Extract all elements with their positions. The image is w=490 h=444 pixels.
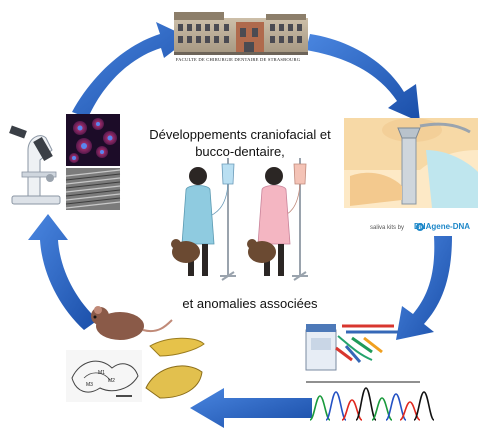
center-title: Développements craniofacial et bucco-den… <box>130 126 350 160</box>
saliva-sampling-illustration <box>344 118 478 208</box>
arrow-faculty-to-saliva <box>306 34 420 122</box>
faculty-building-photo <box>174 12 308 55</box>
center-subtitle: et anomalies associées <box>182 296 318 311</box>
arrow-saliva-to-dna <box>396 236 452 340</box>
arrow-mouse-to-microscope <box>28 214 98 330</box>
saliva-kit-brand: saliva kits by DNAgene-DNA <box>370 222 490 231</box>
saliva-kit-logo <box>416 223 424 231</box>
tooth-label-m2: M2 <box>108 378 115 384</box>
tooth-label-m1: M1 <box>98 370 105 376</box>
arrow-dna-to-mouse <box>190 388 312 428</box>
center-title-line-1: Développements craniofacial et <box>149 127 331 142</box>
saliva-kit-brand-suffix: -DNA <box>450 222 471 231</box>
sequencing-illustration <box>305 324 435 421</box>
saliva-kit-prefix: saliva kits by <box>370 225 405 231</box>
children-iv-illustration <box>171 158 308 281</box>
cycle-arrows <box>28 22 452 428</box>
arrow-microscope-to-faculty <box>72 22 190 118</box>
saliva-kit-brand-main: DNAgene <box>414 222 451 231</box>
microscopy-illustration <box>9 114 121 210</box>
center-title-line-2: bucco-dentaire, <box>195 144 285 159</box>
tooth-label-m3: M3 <box>86 382 93 388</box>
saliva-kit-brand-name: DNAgene-DNA <box>414 222 470 231</box>
faculty-caption: FACULTE DE CHIRURGIE DENTAIRE DE STRASBO… <box>175 57 301 62</box>
mouse-model-illustration: M1 M2 M3 <box>66 306 205 402</box>
